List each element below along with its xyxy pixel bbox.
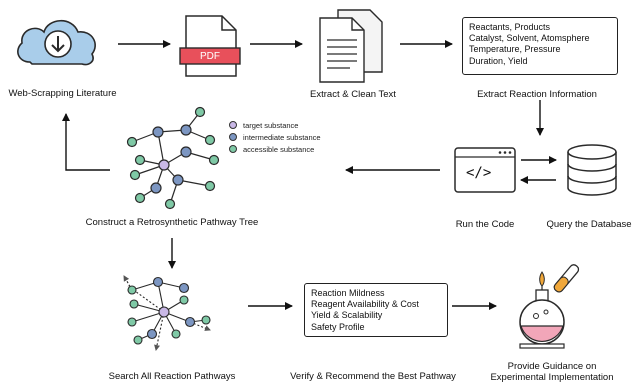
legend-item: intermediate substance [229,131,321,143]
reaction-info-line: Reactants, Products [469,22,551,32]
retrosynthetic-tree [126,106,220,210]
label-verify: Verify & Recommend the Best Pathway [290,371,456,382]
reaction-info-line: Duration, Yield [469,55,528,66]
label-guidance: Provide Guidance on Experimental Impleme… [476,361,628,383]
database-icon [567,144,617,196]
test-tube-icon [553,264,580,293]
criteria-line: Reagent Availability & Cost [311,299,419,310]
label-query-db: Query the Database [546,219,632,230]
criteria-line: Yield & Scalability [311,310,383,321]
reaction-info-line: Temperature, Pressure [469,44,561,55]
flask-icon [519,271,565,349]
legend-dot-target [229,121,237,129]
code-window-icon [454,147,516,193]
legend-item: accessible substance [229,143,321,155]
label-guidance-line2: Experimental Implementation [490,372,614,383]
criteria-line: Reaction Mildness [311,288,385,298]
legend: target substance intermediate substance … [229,119,321,155]
label-search-pathways: Search All Reaction Pathways [108,371,236,382]
pathway-search-network [123,275,211,351]
arrow-tree-to-cloud [62,113,110,171]
cloud-download-icon [17,19,96,66]
documents-icon [319,9,383,83]
pdf-badge-label: PDF [200,51,220,62]
label-web-scrapping: Web-Scrapping Literature [8,88,117,99]
legend-label: target substance [243,120,299,130]
criteria-box: Reaction Mildness Reagent Availability &… [304,283,448,337]
label-construct-tree: Construct a Retrosynthetic Pathway Tree [85,217,259,228]
reaction-info-line: Catalyst, Solvent, Atomsphere [469,33,590,44]
legend-dot-accessible [229,145,237,153]
legend-item: target substance [229,119,321,131]
reaction-info-box: Reactants, Products Catalyst, Solvent, A… [462,17,618,75]
label-extract-clean: Extract & Clean Text [310,89,396,100]
legend-label: intermediate substance [243,132,321,142]
code-glyph: </> [466,165,492,181]
pdf-file-icon [179,15,241,77]
legend-dot-intermediate [229,133,237,141]
legend-label: accessible substance [243,144,315,154]
label-extract-reaction: Extract Reaction Information [477,89,597,100]
criteria-line: Safety Profile [311,321,365,332]
label-guidance-line1: Provide Guidance on [507,361,597,372]
label-run-code: Run the Code [455,219,515,230]
